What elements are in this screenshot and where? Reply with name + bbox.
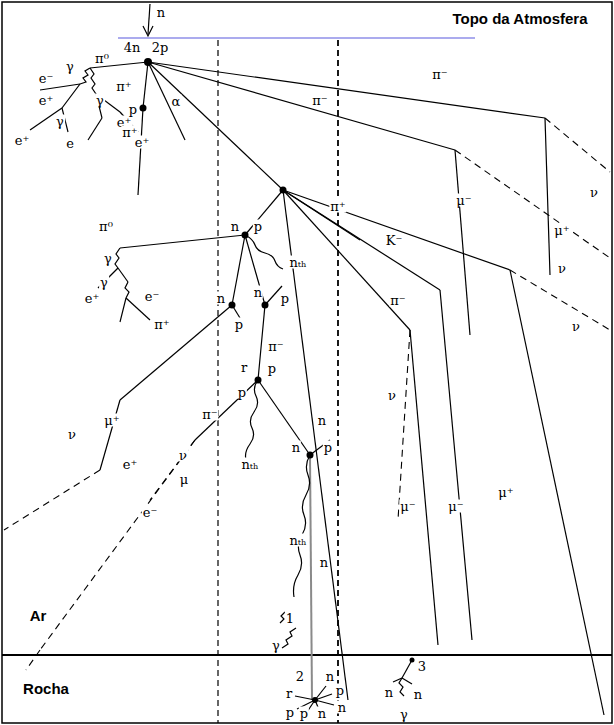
particle-label: ν xyxy=(178,449,188,462)
particle-label: n xyxy=(319,556,329,569)
particle-label: μ⁻ xyxy=(399,500,416,513)
region-label: Ar xyxy=(29,608,48,623)
particle-label: p xyxy=(237,386,247,399)
particle-label: ν xyxy=(571,320,581,333)
particle-label: π⁻ xyxy=(311,94,328,107)
particle-label: μ⁺ xyxy=(103,414,120,427)
particle-label: ν xyxy=(589,186,599,199)
particle-label: nₜₕ xyxy=(240,458,259,471)
particle-label: e⁻ xyxy=(144,290,161,303)
particle-label: nₜₕ xyxy=(288,256,307,269)
particle-label: 4n xyxy=(123,41,142,54)
particle-label: π⁺ xyxy=(153,318,170,331)
particle-label: π⁰ xyxy=(98,220,114,233)
particle-label: r xyxy=(240,361,248,374)
particle-label: n xyxy=(384,686,394,699)
particle-label: r xyxy=(285,687,293,700)
particle-label: μ⁻ xyxy=(447,500,464,513)
particle-label: μ xyxy=(179,473,189,486)
particle-label: 1 xyxy=(285,612,295,625)
particle-label: p xyxy=(253,220,263,233)
particle-label: e⁺ xyxy=(122,458,139,471)
particle-label: 2 xyxy=(295,670,305,683)
particle-label: α xyxy=(171,95,182,108)
particle-label: p xyxy=(299,706,309,719)
particle-label: π⁺ xyxy=(329,200,346,213)
particle-label: γ xyxy=(55,115,65,128)
particle-label: n xyxy=(291,441,301,454)
particle-label: π⁺ xyxy=(121,126,138,139)
particle-label: π⁻ xyxy=(267,340,284,353)
particle-label: n xyxy=(317,414,327,427)
particle-label: π⁻ xyxy=(431,68,448,81)
particle-label: γ xyxy=(99,276,109,289)
particle-label: p xyxy=(234,318,244,331)
particle-label: p xyxy=(323,441,333,454)
particle-label: ν xyxy=(387,389,397,402)
particle-label: π⁻ xyxy=(201,408,218,421)
particle-label: e⁺ xyxy=(14,134,31,147)
particle-label: K⁻ xyxy=(385,234,404,247)
region-label: Rocha xyxy=(22,681,70,696)
particle-label: γ xyxy=(95,94,105,107)
particle-label: n xyxy=(413,688,423,701)
particle-label: p xyxy=(280,292,290,305)
particle-label: e⁺ xyxy=(84,292,101,305)
particle-label: e⁺ xyxy=(38,94,55,107)
particle-label: ν xyxy=(557,262,567,275)
particle-label: 2p xyxy=(151,41,170,54)
region-label: Topo da Atmosfera xyxy=(451,11,588,26)
particle-label: γ xyxy=(65,60,75,73)
particle-label: p xyxy=(285,706,295,719)
particle-label: γ xyxy=(399,708,409,721)
particle-label: π⁻ xyxy=(389,294,406,307)
particle-label: μ⁺ xyxy=(553,224,570,237)
particle-label: γ xyxy=(271,639,281,652)
particle-label: e xyxy=(65,137,75,150)
particle-label: n xyxy=(156,6,166,19)
particle-label: μ⁺ xyxy=(497,486,514,499)
particle-label: p xyxy=(128,103,138,116)
particle-label: nₜₕ xyxy=(288,534,307,547)
particle-label: 3 xyxy=(417,660,427,673)
particle-label: μ⁻ xyxy=(455,194,472,207)
particle-label: n xyxy=(230,220,240,233)
particle-label: π⁺ xyxy=(115,80,132,93)
particle-label: p xyxy=(335,684,345,697)
particle-label: n xyxy=(337,701,347,714)
particle-label: ν xyxy=(67,428,77,441)
particle-label: n xyxy=(325,670,335,683)
particle-label: p xyxy=(267,362,277,375)
particle-label: γ xyxy=(103,252,113,265)
particle-label: n xyxy=(216,292,226,305)
particle-label: n xyxy=(253,286,263,299)
particle-label: π⁰ xyxy=(94,52,110,65)
particle-label: e⁻ xyxy=(142,506,159,519)
particle-label: e⁻ xyxy=(38,72,55,85)
particle-label: n xyxy=(317,706,327,719)
